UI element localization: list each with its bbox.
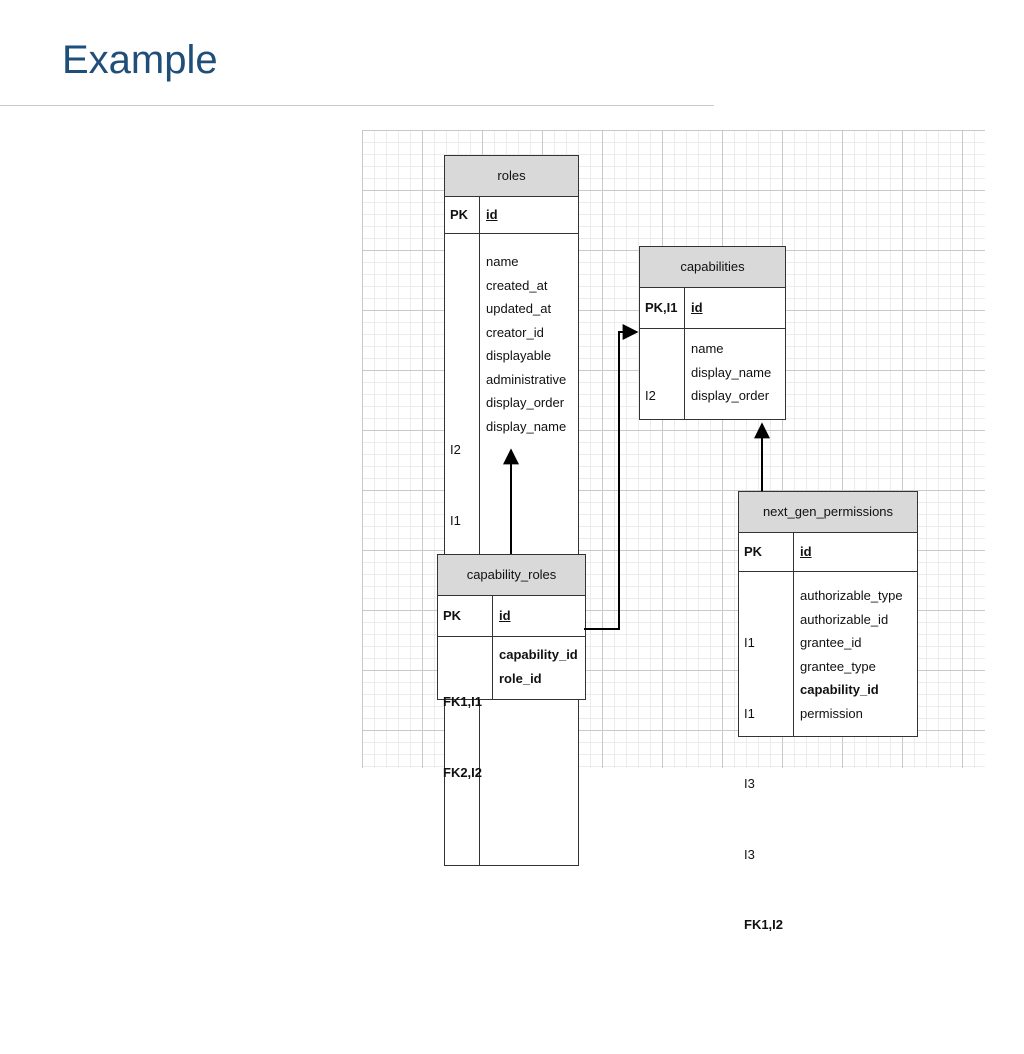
- entity-capability-roles-field-column: capability_id role_id: [493, 637, 584, 699]
- entity-next-gen-permissions-field: authorizable_id: [800, 611, 889, 627]
- entity-capability-roles[interactable]: capability_roles PK id FK1,I1 FK2,I2 cap…: [437, 554, 586, 780]
- entity-capabilities-key: I2: [645, 388, 656, 403]
- slide-title: Example: [62, 38, 218, 82]
- entity-next-gen-permissions-field: grantee_type: [800, 658, 876, 674]
- entity-capability-roles-pk-label: PK: [438, 596, 493, 636]
- entity-next-gen-permissions-pk-label: PK: [739, 533, 794, 571]
- entity-roles-key: [450, 791, 474, 815]
- entity-roles-header: roles: [445, 156, 578, 197]
- entity-next-gen-permissions-key: I1: [744, 705, 755, 721]
- entity-capabilities-field-column: name display_name display_order: [685, 329, 777, 419]
- entity-capability-roles-field: role_id: [499, 670, 542, 686]
- entity-roles-pk-label: PK: [445, 197, 480, 233]
- entity-roles-field: name: [486, 254, 519, 269]
- entity-next-gen-permissions-field-column: authorizable_type authorizable_id grante…: [794, 572, 909, 736]
- entity-next-gen-permissions-field: grantee_id: [800, 635, 862, 650]
- entity-next-gen-permissions-key: I3: [744, 776, 755, 791]
- entity-capability-roles-header: capability_roles: [438, 555, 585, 596]
- entity-next-gen-permissions-key: [744, 984, 788, 1008]
- entity-capabilities[interactable]: capabilities PK,I1 id I2 name display_na…: [639, 246, 786, 420]
- entity-capability-roles-key: FK2,I2: [443, 764, 483, 780]
- entity-capabilities-field: display_order: [691, 388, 770, 403]
- entity-capabilities-field: display_name: [691, 364, 772, 380]
- entity-capabilities-pk-label: PK,I1: [640, 288, 685, 328]
- entity-capabilities-key-column: I2: [640, 329, 685, 419]
- entity-capabilities-key: [645, 455, 679, 479]
- entity-next-gen-permissions-field: authorizable_type: [800, 588, 903, 603]
- entity-roles-key: [450, 297, 474, 321]
- entity-capabilities-header: capabilities: [640, 247, 785, 288]
- entity-capabilities-key: [645, 525, 679, 549]
- entity-next-gen-permissions-key: I1: [744, 635, 755, 650]
- entity-next-gen-permissions-key-column: I1 I1 I3 I3 FK1,I2: [739, 572, 794, 932]
- entity-roles-field: display_order: [486, 395, 565, 410]
- title-divider: [0, 105, 714, 106]
- entity-capabilities-pk-field: id: [691, 300, 703, 315]
- entity-roles[interactable]: roles PK id I2 I1 name created_at update…: [444, 155, 579, 866]
- entity-roles-key: [450, 368, 474, 392]
- entity-roles-field: created_at: [486, 277, 548, 293]
- entity-roles-field: updated_at: [486, 301, 552, 316]
- entity-capability-roles-key-column: FK1,I1 FK2,I2: [438, 637, 493, 780]
- entity-roles-key-column: I2 I1: [445, 234, 480, 865]
- entity-next-gen-permissions-field: capability_id: [800, 682, 879, 697]
- entity-next-gen-permissions-key: FK1,I2: [744, 917, 784, 932]
- entity-roles-field: display_name: [486, 418, 567, 434]
- entity-roles-field: administrative: [486, 371, 567, 387]
- entity-next-gen-permissions-key: I3: [744, 846, 755, 862]
- entity-roles-key: I1: [450, 512, 461, 528]
- entity-capabilities-field: name: [691, 341, 724, 356]
- entity-next-gen-permissions-pk-field: id: [800, 544, 812, 559]
- entity-next-gen-permissions-field: permission: [800, 705, 863, 721]
- entity-next-gen-permissions-header: next_gen_permissions: [739, 492, 917, 533]
- entity-roles-pk-field: id: [486, 207, 498, 222]
- entity-roles-field: displayable: [486, 348, 552, 363]
- entity-roles-field-column: name created_at updated_at creator_id di…: [480, 234, 572, 865]
- entity-capability-roles-key: FK1,I1: [443, 694, 483, 709]
- entity-capability-roles-field: capability_id: [499, 647, 578, 662]
- entity-capability-roles-pk-field: id: [499, 608, 511, 623]
- entity-next-gen-permissions[interactable]: next_gen_permissions PK id I1 I1 I3 I3 F…: [738, 491, 918, 932]
- entity-roles-key: I2: [450, 442, 461, 457]
- entity-roles-field: creator_id: [486, 324, 544, 340]
